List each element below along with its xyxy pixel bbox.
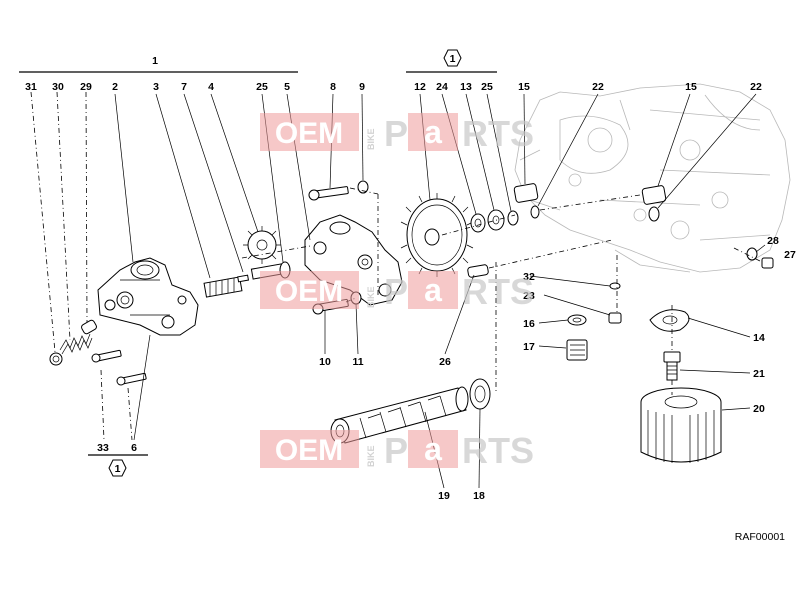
plug-27	[761, 257, 774, 269]
pump-pin	[237, 274, 250, 283]
label-26: 26	[439, 356, 451, 368]
label-14: 14	[753, 332, 765, 344]
seal-32	[609, 282, 621, 290]
label-29: 29	[80, 81, 92, 93]
washer-top	[357, 180, 369, 194]
label-21: 21	[753, 368, 765, 380]
watermark-middle-a: a	[424, 272, 442, 308]
label-23: 23	[523, 290, 535, 302]
label-18: 18	[473, 490, 485, 502]
label-10: 10	[319, 356, 331, 368]
label-3: 3	[153, 81, 159, 93]
note-marker-top-label: 1	[450, 53, 456, 65]
label-32: 32	[523, 271, 535, 283]
pump-bolt-lower	[116, 372, 147, 386]
seal-washer-16	[567, 314, 587, 326]
watermark-middle-bike: BIKE	[366, 286, 376, 308]
label-16: 16	[523, 318, 535, 330]
circlip-22	[530, 205, 540, 219]
note-marker-bottom: 1	[108, 459, 127, 477]
label-2: 2	[112, 81, 118, 93]
label-25b: 25	[481, 81, 493, 93]
o-ring-25	[507, 210, 519, 226]
label-17: 17	[523, 341, 535, 353]
label-31: 31	[25, 81, 37, 93]
label-19: 19	[438, 490, 450, 502]
watermark-top-p: P	[384, 113, 408, 154]
driven-gear	[400, 193, 474, 277]
spacer-washer-24	[470, 213, 486, 233]
watermark-bottom-a: a	[424, 431, 442, 467]
label-15b: 15	[685, 81, 697, 93]
watermark-bottom-bike: BIKE	[366, 445, 376, 467]
label-group-1: 1	[152, 55, 158, 67]
label-6: 6	[131, 442, 137, 454]
label-11: 11	[352, 356, 363, 368]
pump-rotor-gear	[243, 226, 281, 264]
label-22a: 22	[592, 81, 604, 93]
label-7: 7	[181, 81, 187, 93]
watermark-top-rts: RTS	[462, 113, 534, 154]
note-marker-bottom-label: 1	[115, 463, 121, 475]
label-4: 4	[208, 81, 214, 93]
relief-spring	[59, 333, 93, 355]
label-28: 28	[767, 235, 779, 247]
label-13: 13	[460, 81, 472, 93]
bushing-15b	[641, 185, 667, 205]
label-22b: 22	[750, 81, 762, 93]
label-20: 20	[753, 403, 765, 415]
label-8: 8	[330, 81, 336, 93]
reference-code: RAF00001	[735, 531, 785, 543]
oil-filter-20	[640, 387, 722, 463]
screw-23	[608, 312, 622, 324]
watermark-top-oem: OEM	[275, 117, 343, 150]
watermark-bottom: OEM BIKE P a RTS	[260, 430, 534, 471]
engine-crankcase-drawing	[514, 83, 791, 273]
center-lines	[30, 91, 763, 441]
relief-cap	[49, 352, 63, 366]
watermark-bottom-rts: RTS	[462, 430, 534, 471]
group-brackets	[19, 71, 497, 456]
filter-adapter-plate-14	[649, 309, 690, 332]
bushing-15a	[513, 183, 539, 203]
o-ring-22b	[648, 206, 660, 222]
label-15a: 15	[518, 81, 530, 93]
watermark-top-bike: BIKE	[366, 128, 376, 150]
watermark-bottom-p: P	[384, 430, 408, 471]
label-5: 5	[284, 81, 290, 93]
watermark-top-a: a	[424, 114, 442, 150]
strainer-seal-18	[469, 378, 491, 410]
relief-valve-plunger	[81, 319, 97, 335]
watermark-middle-rts: RTS	[462, 271, 534, 312]
part-labels: 1 31 30 29 2 3 7 4 25 5 8 9 12 24 13 25 …	[25, 55, 796, 543]
watermark-middle-p: P	[384, 271, 408, 312]
note-marker-top: 1	[443, 49, 462, 67]
drain-plug-17	[566, 339, 588, 361]
label-25a: 25	[256, 81, 268, 93]
pump-bolt-upper	[91, 349, 122, 363]
label-12: 12	[414, 81, 426, 93]
label-30: 30	[52, 81, 64, 93]
watermark-bottom-oem: OEM	[275, 434, 343, 467]
dowel-26	[467, 264, 489, 278]
label-24: 24	[436, 81, 448, 93]
label-9: 9	[359, 81, 365, 93]
cover-bolt-top	[308, 186, 349, 201]
label-33: 33	[97, 442, 109, 454]
oil-pump-body	[97, 257, 199, 336]
washer-28	[746, 247, 758, 261]
label-27: 27	[784, 249, 796, 261]
watermark-top: OEM BIKE P a RTS	[260, 113, 534, 154]
watermark-middle-oem: OEM	[275, 275, 343, 308]
watermark-middle: OEM BIKE P a RTS	[260, 271, 534, 312]
filter-nipple-21	[663, 351, 681, 381]
pump-shaft-gear	[203, 276, 243, 298]
